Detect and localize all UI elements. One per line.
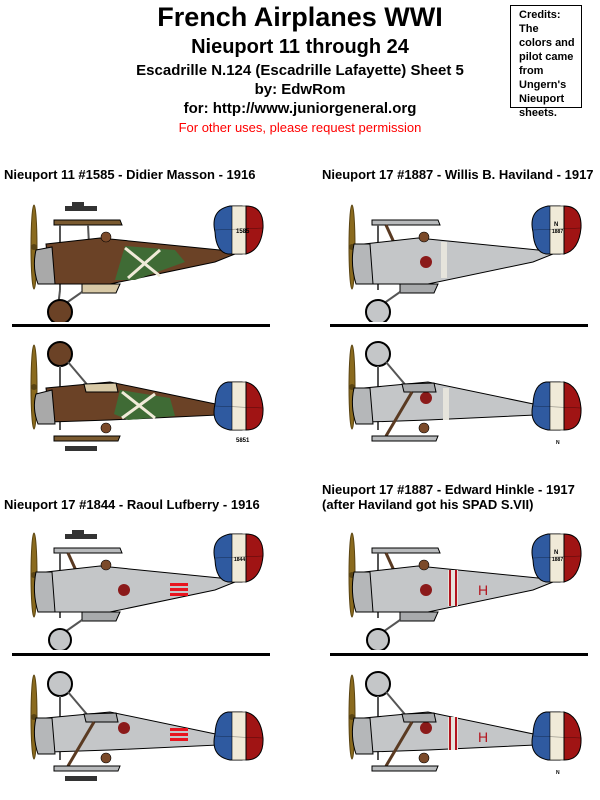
svg-text:5851: 5851 <box>236 438 250 444</box>
credits-line: Nieuport <box>519 93 565 105</box>
permission-notice: For other uses, please request permissio… <box>178 120 422 135</box>
credits-line: from <box>519 65 544 77</box>
credits-line: Credits: The <box>519 9 561 35</box>
caption-hinkle: Nieuport 17 #1887 - Edward Hinkle - 1917 <box>322 482 575 497</box>
caption-masson: Nieuport 11 #1585 - Didier Masson - 1916 <box>4 167 256 182</box>
plane-haviland-top: N 1887 <box>328 192 588 322</box>
svg-text:N: N <box>554 222 558 228</box>
plane-hinkle-top: H N 1887 <box>328 520 588 650</box>
credits-line: pilot came <box>519 51 574 63</box>
svg-text:1887: 1887 <box>552 229 563 235</box>
plane-masson-bottom: 5851 <box>10 332 270 462</box>
credits-line: sheets. <box>519 107 557 119</box>
fold-line-hinkle <box>330 653 588 656</box>
plane-hinkle-bottom: H N <box>328 662 588 792</box>
svg-text:N: N <box>556 440 560 446</box>
sheet-subtitle: Nieuport 11 through 24 <box>191 36 409 58</box>
caption-haviland: Nieuport 17 #1887 - Willis B. Haviland -… <box>322 167 594 182</box>
site-line: for: http://www.juniorgeneral.org <box>183 100 417 117</box>
svg-text:1585: 1585 <box>236 229 250 235</box>
svg-text:N: N <box>554 550 558 556</box>
svg-text:H: H <box>478 582 488 598</box>
sheet-title: French Airplanes WWI <box>157 2 443 32</box>
fold-line-lufberry <box>12 653 270 656</box>
svg-text:H: H <box>478 729 488 745</box>
fold-line-haviland <box>330 324 588 327</box>
credits-box: Credits: The colors and pilot came from … <box>510 5 582 119</box>
credits-line: colors and <box>519 37 575 49</box>
author-line: by: EdwRom <box>254 81 346 98</box>
unit-line: Escadrille N.124 (Escadrille Lafayette) … <box>136 62 464 79</box>
caption-hinkle-note: (after Haviland got his SPAD S.VII) <box>322 497 534 512</box>
plane-haviland-bottom: N <box>328 332 588 462</box>
svg-text:N: N <box>556 770 560 776</box>
svg-text:1887: 1887 <box>552 557 563 563</box>
plane-lufberry-top: 1844 <box>10 520 270 650</box>
svg-text:1844: 1844 <box>234 557 245 563</box>
credits-line: Ungern's <box>519 79 567 91</box>
fold-line-masson <box>12 324 270 327</box>
plane-lufberry-bottom <box>10 662 270 792</box>
plane-masson-top: 1585 <box>10 192 270 322</box>
caption-lufberry: Nieuport 17 #1844 - Raoul Lufberry - 191… <box>4 497 260 512</box>
